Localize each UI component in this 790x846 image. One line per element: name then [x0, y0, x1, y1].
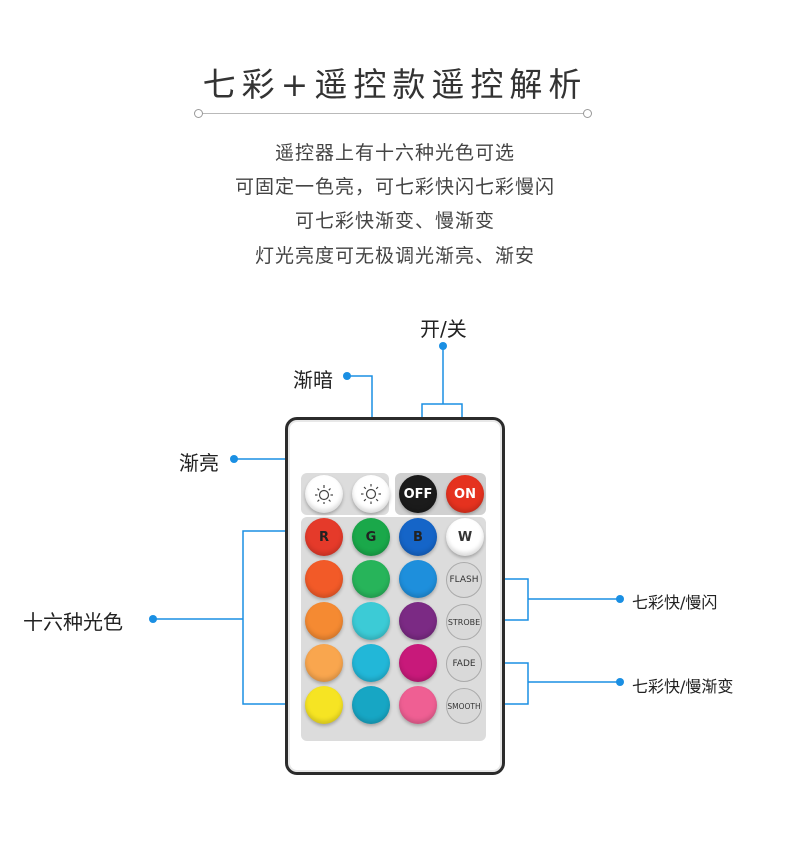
flash-button[interactable]: FLASH — [446, 562, 482, 598]
color-button[interactable] — [399, 602, 437, 640]
color-button[interactable] — [352, 602, 390, 640]
color-button[interactable] — [305, 560, 343, 598]
brightness-down-button[interactable] — [352, 475, 390, 513]
smooth-button[interactable]: SMOOTH — [446, 688, 482, 724]
color-button[interactable] — [399, 560, 437, 598]
sun-down-icon — [361, 484, 381, 504]
color-button[interactable] — [305, 602, 343, 640]
description-line-3: 可七彩快渐变、慢渐变 — [294, 210, 495, 232]
color-button[interactable] — [399, 644, 437, 682]
color-button[interactable] — [352, 560, 390, 598]
remote-control: OFF ON R G B W FLASH STROBE FADE SMOOTH — [285, 417, 505, 775]
color-button[interactable] — [305, 686, 343, 724]
description-line-4: 灯光亮度可无极调光渐亮、渐安 — [254, 245, 535, 267]
callout-sixteen-colors: 十六种光色 — [23, 610, 123, 634]
blue-button[interactable]: B — [399, 518, 437, 556]
callout-fade-smooth: 七彩快/慢渐变 — [632, 677, 734, 696]
callout-brighten: 渐亮 — [179, 451, 219, 475]
color-button[interactable] — [352, 686, 390, 724]
off-button[interactable]: OFF — [399, 475, 437, 513]
divider-dot-right — [583, 109, 592, 118]
green-button[interactable]: G — [352, 518, 390, 556]
callout-power: 开/关 — [420, 317, 467, 341]
fade-button[interactable]: FADE — [446, 646, 482, 682]
brightness-up-button[interactable] — [305, 475, 343, 513]
color-button[interactable] — [399, 686, 437, 724]
callout-dim: 渐暗 — [293, 368, 333, 392]
callout-flash-strobe: 七彩快/慢闪 — [632, 593, 718, 612]
strobe-button[interactable]: STROBE — [446, 604, 482, 640]
white-button[interactable]: W — [446, 518, 484, 556]
color-button[interactable] — [352, 644, 390, 682]
color-button[interactable] — [305, 644, 343, 682]
description-line-2: 可固定一色亮，可七彩快闪七彩慢闪 — [234, 176, 555, 198]
title-divider — [199, 113, 587, 114]
on-button[interactable]: ON — [446, 475, 484, 513]
description-line-1: 遥控器上有十六种光色可选 — [274, 142, 515, 164]
divider-dot-left — [194, 109, 203, 118]
page-title: 七彩+遥控款遥控解析 — [202, 65, 588, 104]
red-button[interactable]: R — [305, 518, 343, 556]
sun-up-icon — [315, 485, 333, 504]
